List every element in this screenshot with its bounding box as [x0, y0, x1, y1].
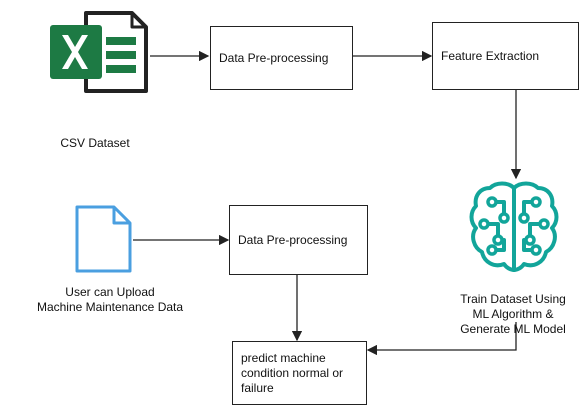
csv-dataset-label: CSV Dataset [60, 136, 130, 150]
train-model-label: Train Dataset Using ML Algorithm & Gener… [460, 292, 566, 336]
excel-file-icon [50, 11, 148, 93]
preprocess-box-top: Data Pre-processing [210, 26, 353, 90]
ai-brain-icon [469, 181, 559, 272]
user-upload-label: User can Upload Machine Maintenance Data [36, 285, 184, 314]
preprocess-box-bottom: Data Pre-processing [229, 205, 368, 275]
preprocess-bottom-label: Data Pre-processing [238, 233, 348, 247]
feature-extraction-box: Feature Extraction [432, 22, 579, 90]
predict-label: predict machine condition normal or fail… [241, 350, 344, 395]
document-icon [75, 205, 132, 273]
preprocess-top-label: Data Pre-processing [219, 51, 329, 65]
feature-extraction-label: Feature Extraction [441, 49, 540, 63]
arrow-train-to-predict [366, 322, 517, 356]
predict-box: predict machine condition normal or fail… [232, 341, 367, 405]
